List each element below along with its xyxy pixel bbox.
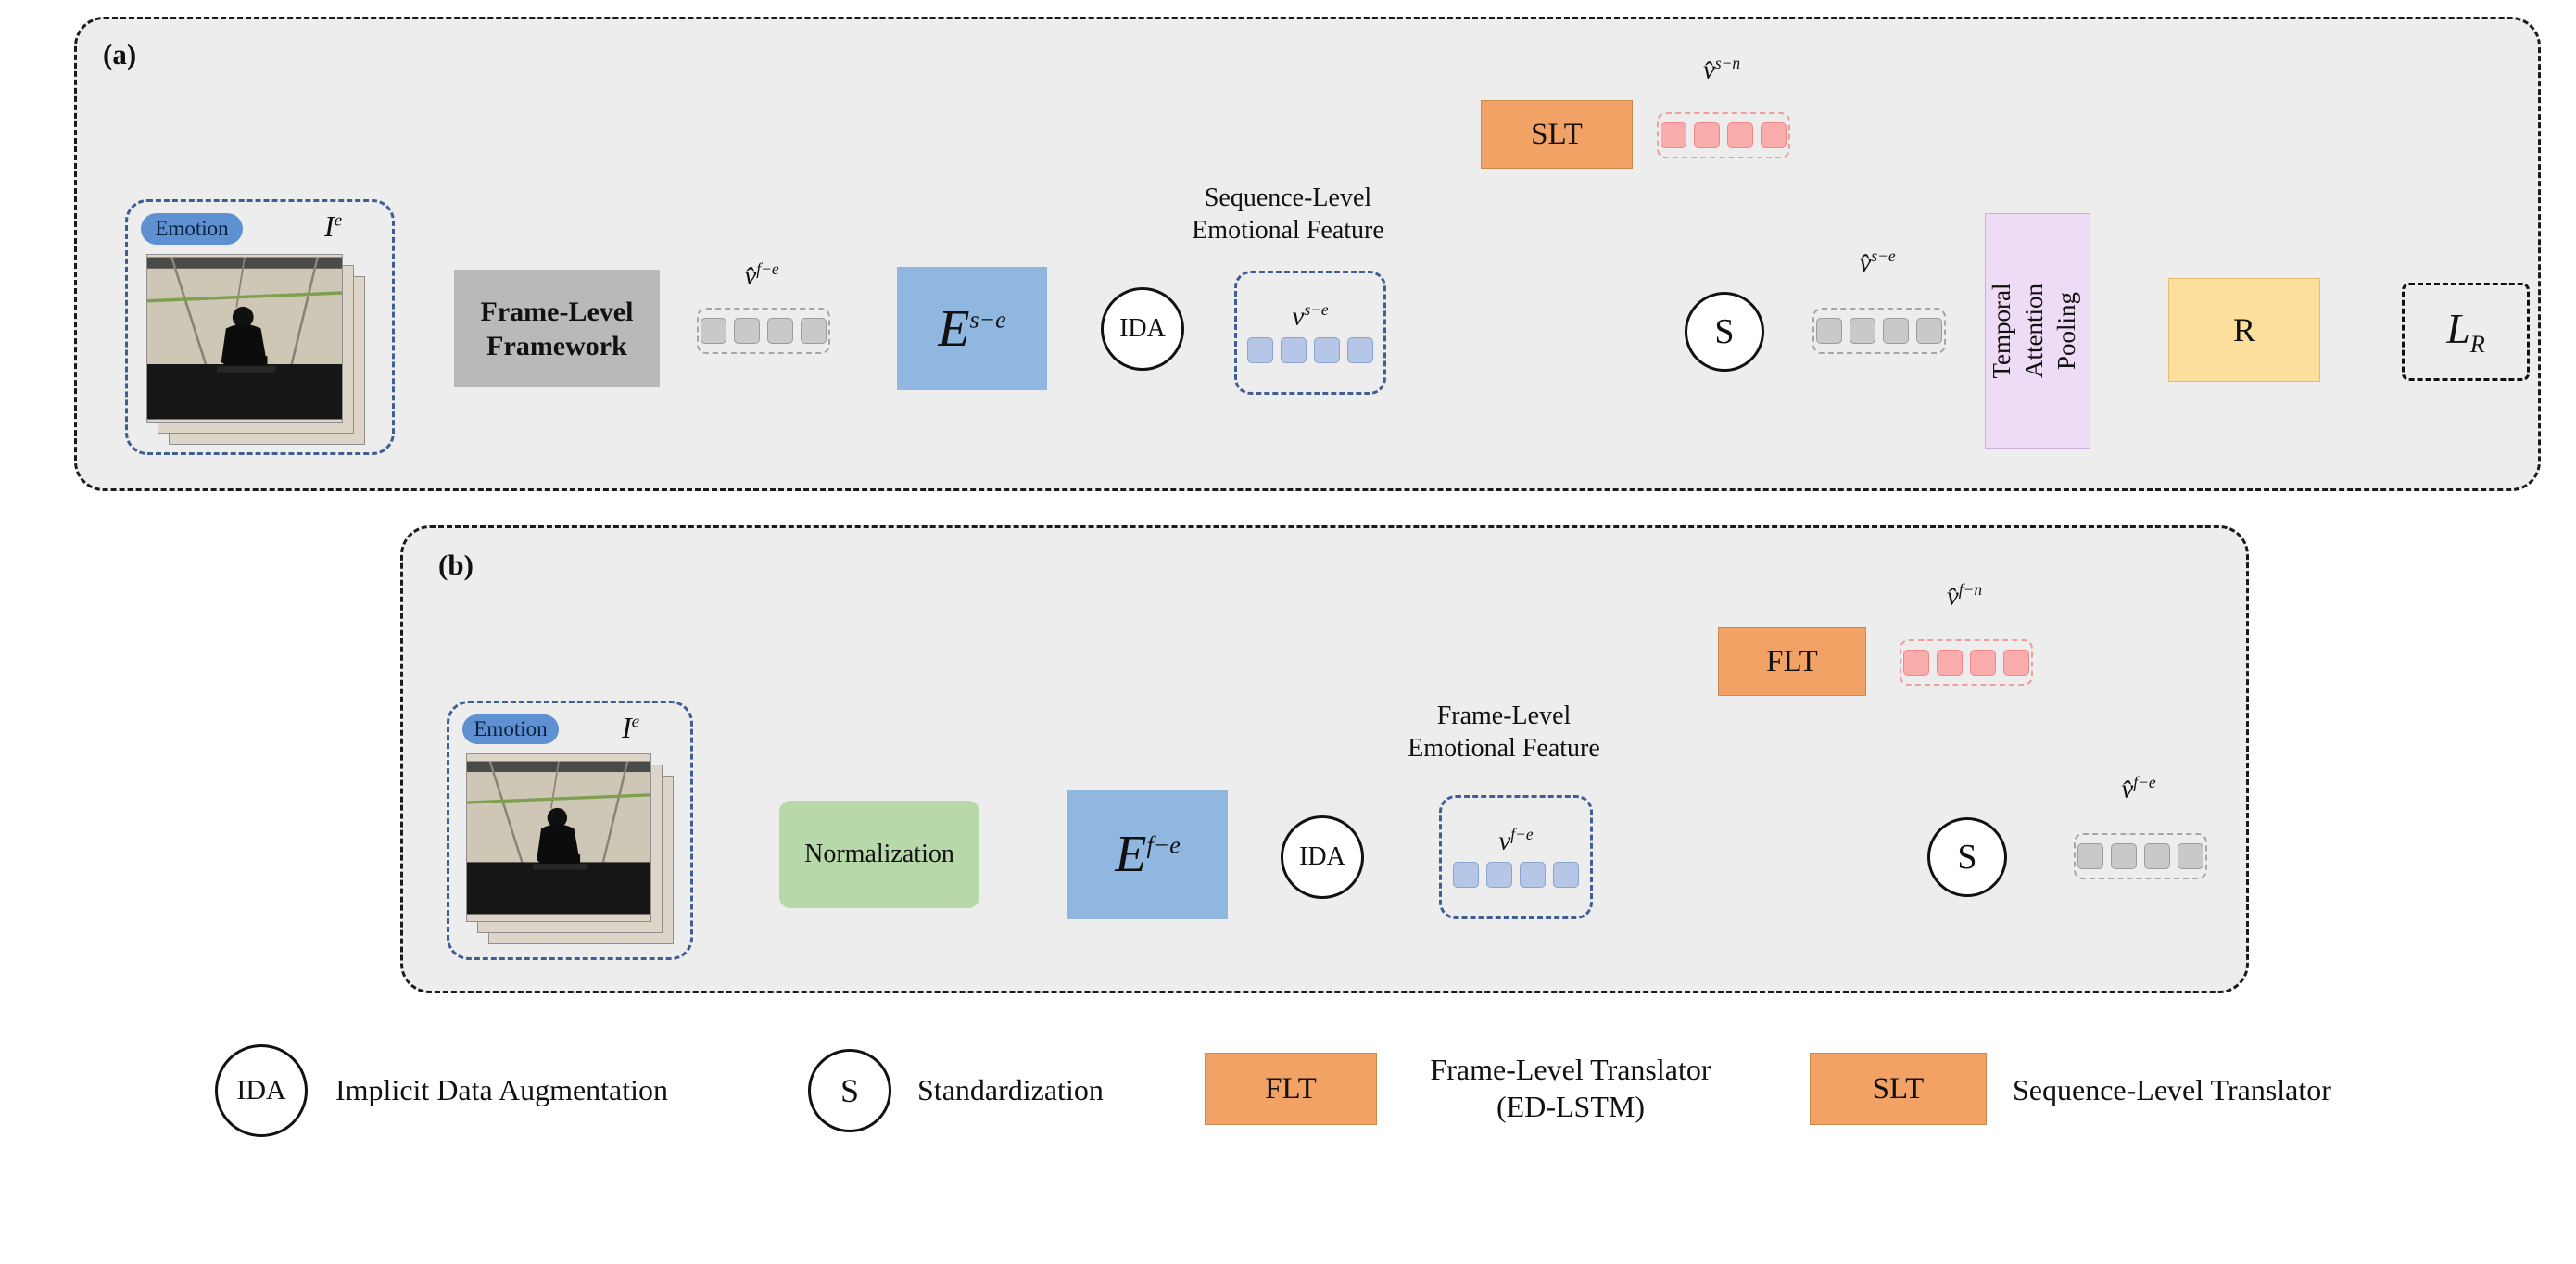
legend-flt-label: Frame-Level Translator (ED-LSTM) bbox=[1430, 1053, 1711, 1123]
input-symbol: Ie bbox=[324, 209, 343, 243]
legend-ida-label: Implicit Data Augmentation bbox=[335, 1073, 669, 1106]
legend-ida-circle: IDA bbox=[215, 1044, 308, 1137]
input-block-b: Emotion Ie bbox=[447, 701, 693, 960]
standardized-tokens-a bbox=[1812, 308, 1946, 354]
vhat-fe-output-label: v̂f−e bbox=[2121, 773, 2156, 804]
frame-feature-tokens bbox=[1451, 860, 1581, 890]
frame-feature-tokens-a bbox=[697, 308, 830, 354]
legend-s-label: Standardization bbox=[917, 1073, 1104, 1106]
frame-encoder-box: Ef−e bbox=[1067, 790, 1228, 919]
input-symbol-b: Ie bbox=[622, 711, 640, 744]
tap-label: Temporal Attention Pooling bbox=[1988, 283, 2080, 379]
input-block-a: Emotion Ie bbox=[125, 199, 395, 455]
vhat-se-label: v̂s−e bbox=[1859, 246, 1896, 278]
ida-circle-b: IDA bbox=[1281, 815, 1364, 899]
sequence-feature-tokens bbox=[1245, 335, 1375, 365]
standardized-tokens-b bbox=[2074, 833, 2207, 879]
person-photo-b bbox=[466, 761, 651, 915]
vhat-sn-label: v̂s−n bbox=[1702, 54, 1741, 85]
noise-tokens-a bbox=[1657, 112, 1790, 158]
emotion-tag-b: Emotion bbox=[462, 714, 559, 744]
vhat-fn-label: v̂f−n bbox=[1946, 580, 1983, 612]
panel-a: (a) bbox=[74, 17, 2541, 491]
vhat-fe-label-a: v̂f−e bbox=[744, 259, 779, 291]
normalization-box: Normalization bbox=[779, 801, 979, 908]
standardization-circle-a: S bbox=[1685, 292, 1764, 372]
legend-slt-box: SLT bbox=[1810, 1053, 1987, 1125]
input-video-frames bbox=[146, 254, 343, 423]
sequence-encoder-box: Es−e bbox=[897, 267, 1047, 390]
slt-box: SLT bbox=[1481, 100, 1633, 169]
frame-feature-box: vf−e bbox=[1439, 795, 1593, 919]
legend-slt-label: Sequence-Level Translator bbox=[2013, 1073, 2331, 1106]
flt-box: FLT bbox=[1718, 627, 1866, 696]
ida-circle-a: IDA bbox=[1101, 287, 1184, 371]
sequence-feature-caption: Sequence-Level Emotional Feature bbox=[1192, 183, 1384, 245]
sequence-feature-box: vs−e bbox=[1234, 271, 1386, 395]
v-fe-label: vf−e bbox=[1498, 824, 1534, 856]
panel-b: (b) bbox=[400, 525, 2249, 993]
standardization-circle-b: S bbox=[1927, 817, 2007, 897]
frame-feature-caption: Frame-Level Emotional Feature bbox=[1408, 702, 1600, 763]
input-video-frames-b bbox=[466, 753, 651, 922]
noise-tokens-b bbox=[1900, 639, 2033, 686]
person-photo bbox=[146, 257, 343, 420]
legend-flt-box: FLT bbox=[1205, 1053, 1377, 1125]
panel-a-tag: (a) bbox=[103, 38, 137, 70]
regressor-box: R bbox=[2168, 278, 2320, 382]
v-se-label: vs−e bbox=[1292, 299, 1329, 332]
loss-box: LR bbox=[2402, 283, 2530, 381]
temporal-attention-pooling-box: Temporal Attention Pooling bbox=[1985, 213, 2090, 449]
panel-b-tag: (b) bbox=[438, 549, 474, 581]
legend-s-circle: S bbox=[808, 1049, 891, 1132]
emotion-tag: Emotion bbox=[141, 213, 243, 245]
